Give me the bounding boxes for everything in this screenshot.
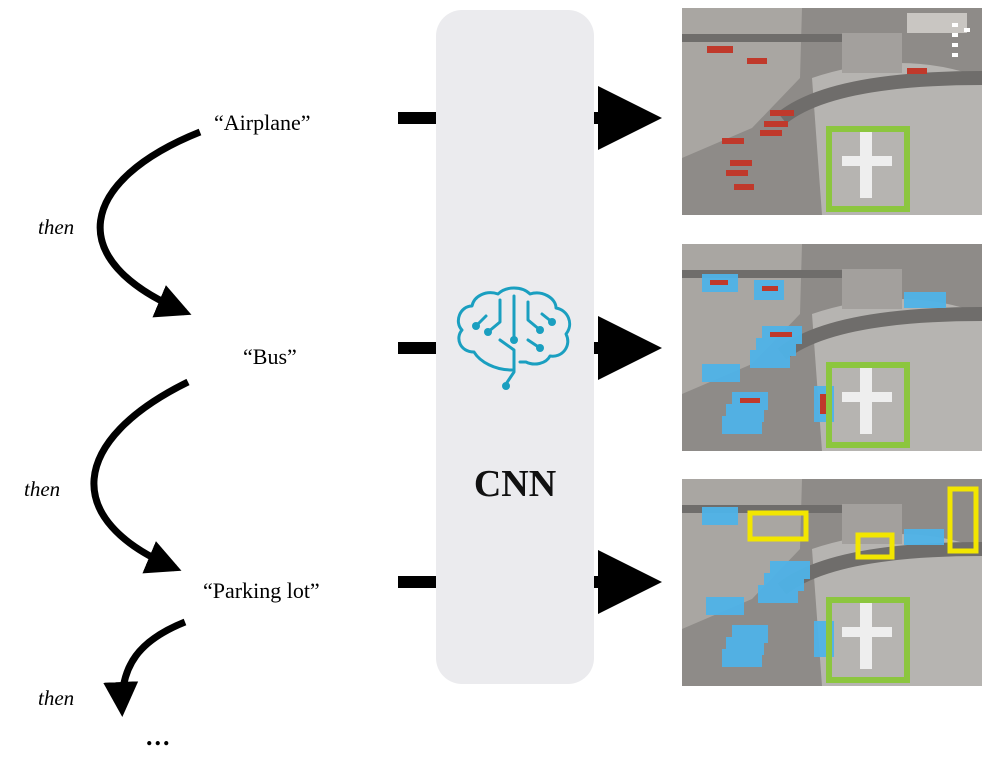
- input-bar-3: [398, 576, 436, 588]
- aerial-scene: [682, 8, 982, 215]
- ellipsis: ...: [146, 722, 172, 751]
- cnn-label: CNN: [473, 463, 557, 505]
- then-label-2: then: [24, 477, 61, 501]
- aerial-image-parking-lot: [682, 479, 982, 686]
- then-label-1: then: [38, 215, 75, 239]
- input-bar-2: [398, 342, 436, 354]
- input-bar-1: [398, 112, 436, 124]
- aerial-scene: [682, 244, 982, 451]
- then-arrow-2: [90, 378, 190, 574]
- query-airplane: “Airplane”: [214, 110, 311, 135]
- aerial-image-bus: [682, 244, 982, 451]
- then-label-3: then: [38, 686, 75, 710]
- query-bus: “Bus”: [243, 344, 297, 369]
- query-parking-lot: “Parking lot”: [203, 578, 320, 603]
- then-arrow-1: [96, 128, 202, 318]
- aerial-image-airplane: [682, 8, 982, 215]
- aerial-scene: [682, 479, 982, 686]
- then-arrow-3: [103, 618, 187, 717]
